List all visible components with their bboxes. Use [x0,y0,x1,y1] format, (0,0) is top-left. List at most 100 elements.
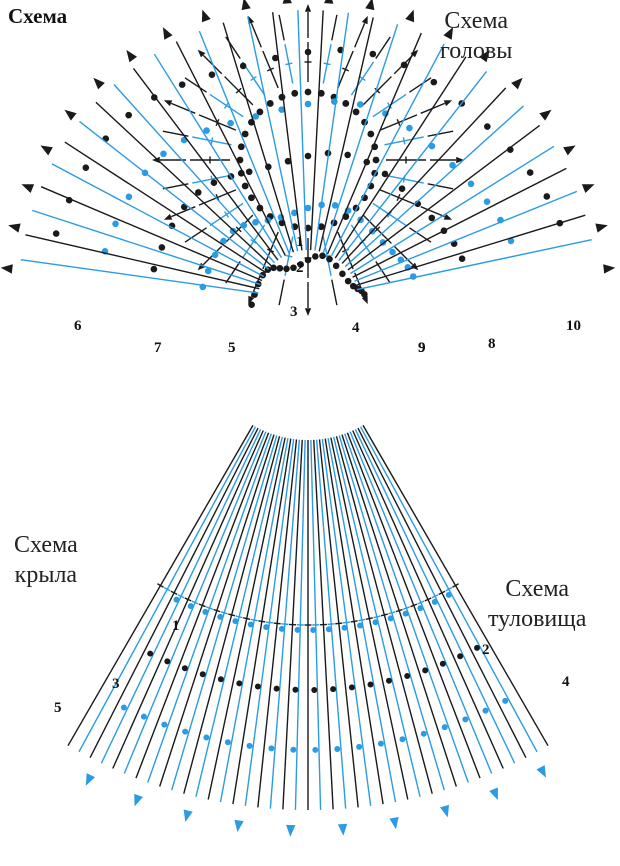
chain-dot [484,123,491,130]
chain-dot [319,253,326,260]
picot-triangle [582,184,595,193]
chain-dot [182,665,188,671]
chain-dot [274,686,280,692]
chain-dot [388,615,394,621]
chain-dot [252,113,259,120]
chain-dot [543,193,550,200]
picot-triangle [40,146,52,156]
chain-dot [217,614,223,620]
stitch-line [332,15,337,41]
chain-dot [151,266,158,273]
wing-label: Схема крыла [14,530,78,590]
stitch-cross [373,616,380,618]
chain-dot [370,51,377,58]
chain-dot [474,645,480,651]
row-number-skirt_right: 2 [482,642,490,658]
chain-dot [232,618,238,624]
chain-dot [484,198,491,205]
stitch-line [332,280,337,306]
chain-dot [342,625,348,631]
stitch-line [176,42,285,256]
chain-dot [242,183,249,190]
chain-dot [202,609,208,615]
chain-dot [403,611,409,617]
chain-dot [342,100,349,107]
chain-dot [53,230,60,237]
chain-dot [182,729,188,735]
chain-dot [188,603,194,609]
chain-dot [382,171,389,178]
chain-dot [357,101,364,108]
chain-dot [211,179,218,186]
chain-dot [83,164,90,171]
stitch-line [354,191,577,281]
chain-dot [482,708,488,714]
picot-triangle [365,0,374,10]
stitch-line [41,187,262,281]
picot-triangle [65,110,77,121]
chain-dot [421,731,427,737]
stitch-cross [243,618,250,619]
stitch-cross [258,621,265,622]
picot-triangle [539,110,551,121]
body-label-line2: туловища [488,604,586,634]
stitch-cross [225,212,229,218]
chain-dot [344,152,351,159]
chain-dot [242,131,249,138]
chain-dot [125,112,132,119]
chain-dot [333,262,340,269]
chain-dot [305,257,312,264]
stitch-line [328,33,422,254]
chain-dot [159,244,166,251]
chain-dot [203,735,209,741]
chain-dot [428,215,435,222]
stitch-cross [285,255,292,256]
chain-dot [283,266,290,273]
picot-triangle [134,794,143,807]
chain-dot [305,89,312,96]
chain-dot [147,651,153,657]
picot-triangle [362,16,368,24]
stitch-line [353,168,567,277]
chain-dot [356,744,362,750]
chain-dot [200,671,206,677]
picot-triangle [305,308,311,316]
chain-dot [305,49,312,56]
picot-triangle [234,820,243,832]
stitch-cross [381,614,388,616]
chain-dot [160,150,167,157]
row-number-skirt_left: 5 [54,700,62,716]
row-number-right_wing: 9 [418,340,426,356]
stitch-line [21,260,259,293]
chain-dot [305,153,312,160]
head-label-line1: Схема [440,6,512,36]
picot-triangle [440,805,449,818]
chain-dot [248,621,254,627]
stitch-cross [358,619,365,620]
chain-dot [141,714,147,720]
picot-triangle [164,214,172,220]
row-number-left_wing: 7 [154,340,162,356]
stitch-cross [335,623,342,624]
chain-dot [164,658,170,664]
chain-dot [291,90,298,97]
picot-triangle [163,27,173,40]
stitch-cross [328,624,335,625]
row-number-right_wing: 10 [566,318,581,334]
stitch-line [298,10,306,250]
chain-dot [268,745,274,751]
chain-dot [126,193,133,200]
stitch-line [355,23,365,47]
picot-triangle [603,264,615,273]
chain-dot [255,683,261,689]
chain-dot [367,131,374,138]
picot-triangle [324,0,333,4]
chain-dot [267,100,274,107]
picot-triangle [93,78,104,90]
chain-dot [378,741,384,747]
chain-dot [357,622,363,628]
stitch-line [226,261,240,283]
chain-dot [312,253,319,260]
row-number-right_wing: 8 [488,336,496,352]
picot-triangle [283,0,292,4]
